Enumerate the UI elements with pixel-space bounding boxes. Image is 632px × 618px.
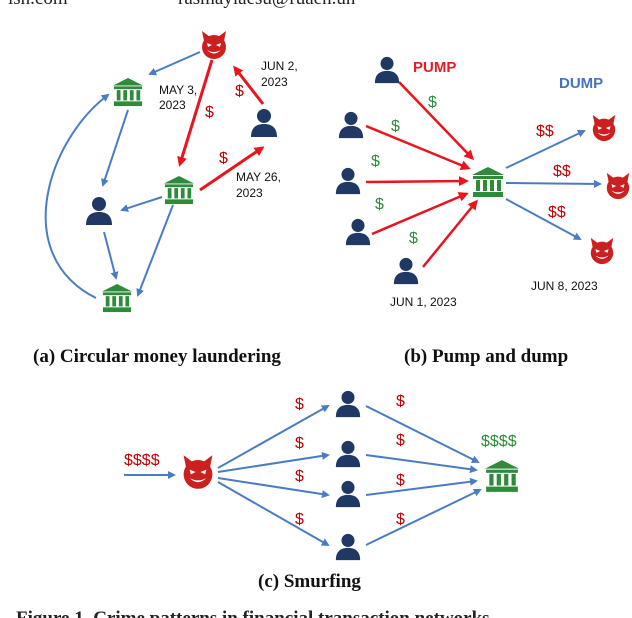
person-icon	[335, 440, 361, 468]
panel-a-blue-arrows	[44, 51, 201, 299]
panel-b-caption: (b) Pump and dump	[404, 346, 568, 367]
person-icon	[393, 257, 419, 285]
date-label: MAY 3,	[159, 83, 197, 97]
amount-label: $	[396, 432, 405, 449]
amount-label: $$$$	[124, 452, 160, 469]
amount-label: $$	[553, 163, 571, 180]
person-icon	[86, 197, 112, 225]
amount-label: $$$$	[481, 433, 517, 450]
bank-icon	[472, 167, 504, 197]
bank-icon	[113, 77, 143, 107]
devil-icon	[202, 31, 226, 59]
panel-b-dump-arrows	[505, 129, 602, 240]
date-label: JUN 8, 2023	[531, 279, 598, 293]
person-icon	[335, 480, 361, 508]
panel-c-caption: (c) Smurfing	[258, 571, 361, 592]
pump-label: PUMP	[413, 59, 456, 76]
devil-icon	[592, 114, 616, 142]
dump-label: DUMP	[559, 75, 603, 92]
amount-label: $	[371, 153, 380, 170]
amount-label: $	[428, 94, 437, 111]
panel-b-pump-arrows	[365, 81, 478, 268]
person-icon	[335, 167, 361, 195]
panel-c-arrows	[124, 405, 482, 546]
date-label: 2023	[236, 186, 263, 200]
panel-a-caption: (a) Circular money laundering	[33, 346, 281, 367]
amount-label: $	[219, 150, 228, 167]
date-label: MAY 26,	[236, 170, 281, 184]
amount-label: $	[295, 468, 304, 485]
devil-icon	[606, 172, 630, 200]
bank-icon	[485, 460, 519, 492]
figure-caption-cutoff: Figure 1. Crime patterns in financial tr…	[16, 608, 490, 618]
amount-label: $	[391, 118, 400, 135]
amount-label: $	[409, 230, 418, 247]
panel-a-circular-laundering: MAY 3, 2023 JUN 2, 2023 MAY 26, 2023 $ $…	[33, 31, 298, 367]
bank-icon	[164, 175, 194, 205]
header-fragment-right: rasmayiaesu@ruaen.un	[178, 0, 356, 9]
amount-label: $	[235, 83, 244, 100]
header-fragment-left: ısn.com	[8, 0, 68, 9]
amount-label: $	[375, 196, 384, 213]
person-icon	[335, 533, 361, 561]
amount-label: $	[295, 396, 304, 413]
date-label: 2023	[261, 75, 288, 89]
panel-b-pump-and-dump: PUMP DUMP $ $ $ $ $ $$ $$ $$ JUN 1,	[335, 56, 630, 367]
amount-label: $	[295, 435, 304, 452]
amount-label: $	[205, 104, 214, 121]
amount-label: $$	[536, 123, 554, 140]
devil-icon	[183, 455, 213, 489]
bank-icon	[102, 283, 132, 313]
person-icon	[335, 390, 361, 418]
person-icon	[338, 111, 364, 139]
person-icon	[345, 218, 371, 246]
date-label: JUN 2,	[261, 59, 298, 73]
devil-icon	[590, 237, 614, 265]
panel-c-smurfing: $$$$ $$$$ $ $ $ $ $ $ $ $ (c) Smurfing	[124, 390, 519, 592]
amount-label: $	[396, 393, 405, 410]
date-label: JUN 1, 2023	[390, 295, 457, 309]
date-label: 2023	[159, 98, 186, 112]
amount-label: $$	[548, 204, 566, 221]
amount-label: $	[396, 511, 405, 528]
person-icon	[374, 56, 400, 84]
amount-label: $	[295, 511, 304, 528]
person-icon	[251, 109, 277, 137]
panel-a-red-arrows	[177, 59, 265, 192]
amount-label: $	[396, 472, 405, 489]
